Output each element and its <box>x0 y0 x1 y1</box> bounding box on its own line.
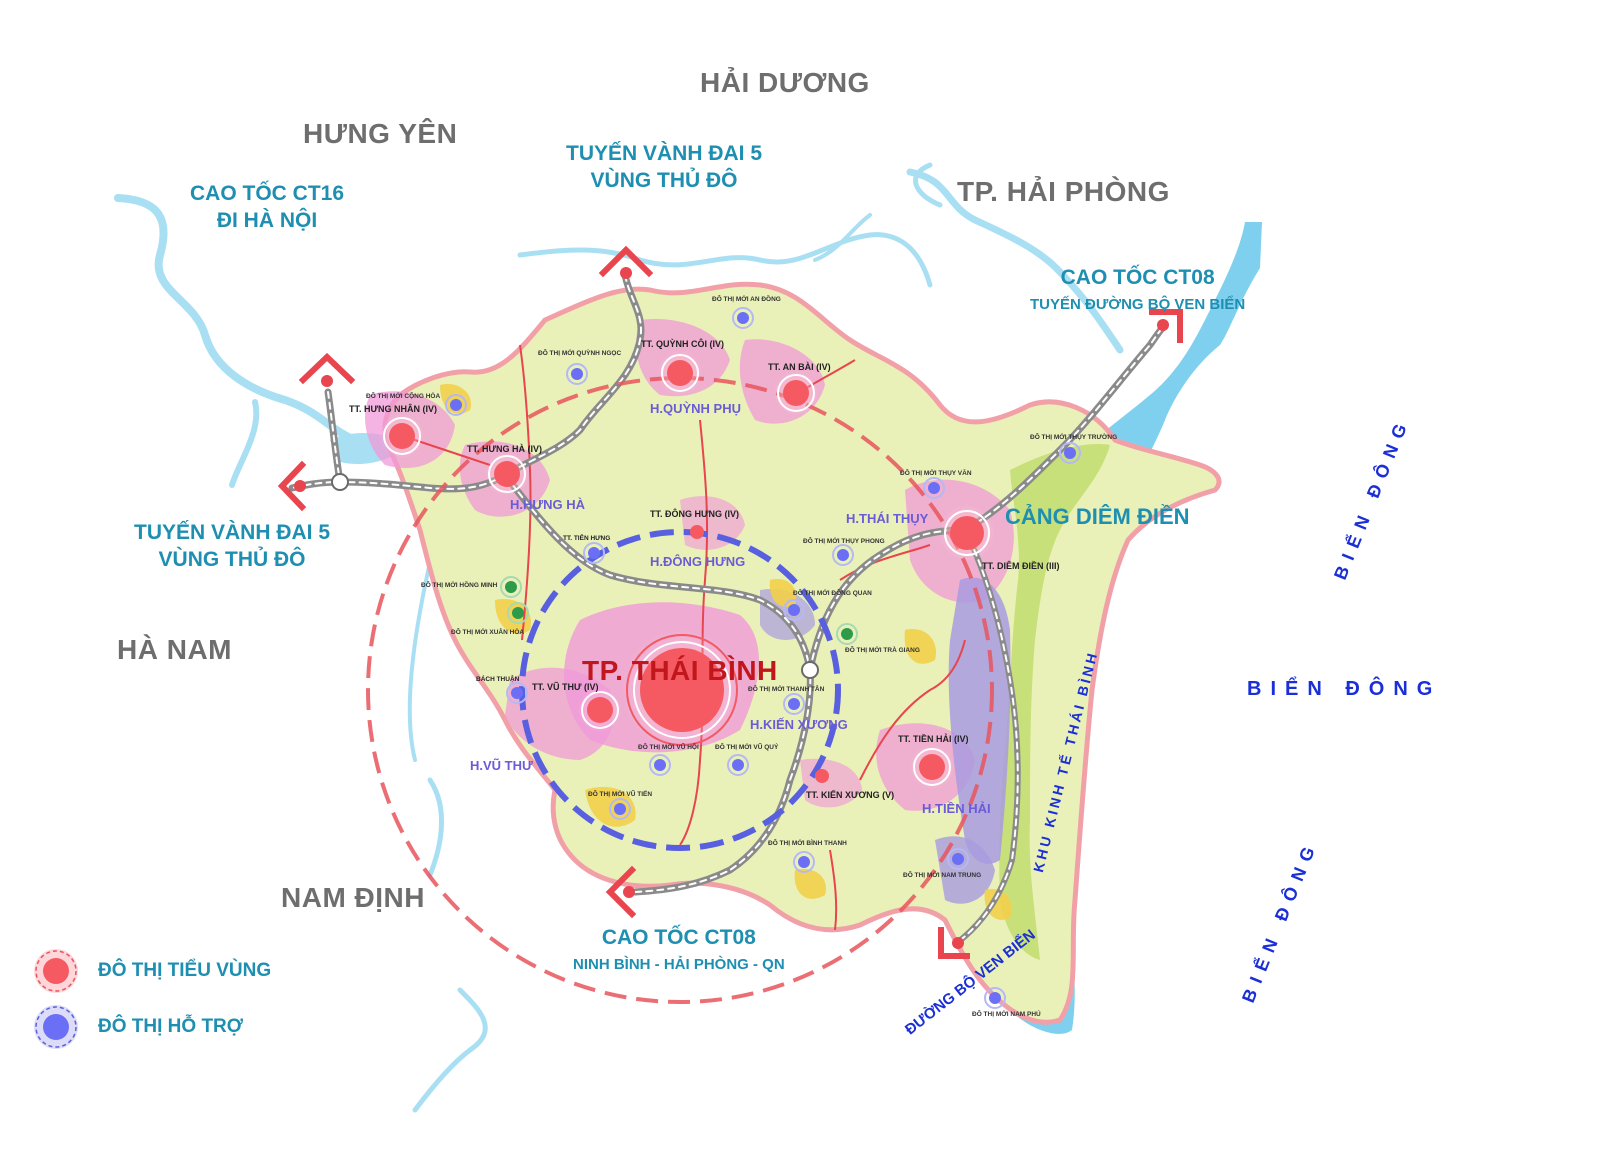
interchanges <box>331 473 819 679</box>
route-arrows <box>277 245 1183 959</box>
legend-sub-region-label: ĐÔ THỊ TIỂU VÙNG <box>98 960 272 981</box>
node-hung-ha <box>485 452 529 496</box>
legend-sub-region: ĐÔ THỊ TIỂU VÙNG <box>32 947 271 995</box>
label-hai-phong: TP. HẢI PHÒNG <box>957 176 1170 207</box>
town-an-bai: TT. AN BÀI (IV) <box>768 362 831 372</box>
ring5-top-line2: VÙNG THỦ ĐÔ <box>590 169 738 192</box>
coastal-strip <box>999 444 1110 960</box>
newurb-thuy-phong: ĐÔ THỊ MỚI THỤY PHONG <box>803 538 885 545</box>
ct08-s-line1: CAO TỐC CT08 <box>601 926 756 949</box>
expressways <box>288 271 1169 945</box>
district-hung-ha: H.HƯNG HÀ <box>510 497 586 512</box>
newurb-thuy-truong: ĐÔ THỊ MỚI THỤY TRƯỜNG <box>1030 434 1118 441</box>
arrow-southeast-icon <box>938 927 970 959</box>
legend-red-node-icon <box>34 949 78 993</box>
label-sea-east: BIỂN ĐÔNG <box>1247 678 1442 700</box>
newurb-thanh-tan: ĐÔ THỊ MỚI THANH TÂN <box>748 686 825 693</box>
label-hai-duong: HẢI DƯƠNG <box>700 67 870 98</box>
ct16-line2: ĐI HÀ NỘI <box>216 209 318 232</box>
arrow-northwest-icon <box>298 352 356 387</box>
newurb-hong-minh: ĐÔ THỊ MỚI HỒNG MINH <box>421 582 498 589</box>
label-nam-dinh: NAM ĐỊNH <box>281 882 425 913</box>
legend-blue-node-icon <box>34 1005 78 1049</box>
town-quynh-coi: TT. QUỲNH CÔI (IV) <box>641 339 724 349</box>
town-dong-hung: TT. ĐÔNG HƯNG (IV) <box>650 509 739 519</box>
node-vu-thu <box>578 688 622 732</box>
district-kien-xuong: H.KIẾN XƯƠNG <box>750 717 848 732</box>
newurb-nam-phu: ĐÔ THỊ MỚI NAM PHÚ <box>972 1011 1041 1018</box>
arrow-west-icon <box>277 460 307 512</box>
town-hung-nhan: TT. HƯNG NHÂN (IV) <box>349 404 437 414</box>
newurb-vu-quy: ĐÔ THỊ MỚI VŨ QUÝ <box>715 744 779 751</box>
newurb-tra-giang: ĐÔ THỊ MỚI TRÀ GIANG <box>845 647 920 654</box>
green-nodes <box>500 576 858 645</box>
legend-support: ĐÔ THỊ HỖ TRỢ <box>32 1003 243 1051</box>
newurb-thuy-van: ĐÔ THỊ MỚI THỤY VĂN <box>900 470 972 477</box>
newurb-binh-thanh: ĐÔ THỊ MỚI BÌNH THANH <box>768 840 847 847</box>
outer-ring <box>366 376 994 1004</box>
newurb-xuan-hoa: ĐÔ THỊ MỚI XUÂN HÒA <box>451 629 525 636</box>
sub-region-nodes <box>380 351 995 789</box>
label-ring5-top: TUYẾN VÀNH ĐAI 5 VÙNG THỦ ĐÔ <box>566 140 762 194</box>
label-ct16: CAO TỐC CT16 ĐI HÀ NỘI <box>190 180 344 234</box>
newurb-vu-hoi: ĐÔ THỊ MỚI VŨ HỘI <box>638 744 699 751</box>
district-quynh-phu: H.QUỲNH PHỤ <box>650 401 742 416</box>
ct16-line1: CAO TỐC CT16 <box>190 182 345 205</box>
ct08-s-line2: NINH BÌNH - HẢI PHÒNG - QN <box>573 956 785 973</box>
label-ct08-ne: CAO TỐC CT08 TUYẾN ĐƯỜNG BỘ VEN BIỂN <box>1030 264 1245 318</box>
sea-water <box>1200 240 1600 1154</box>
arrow-northeast-icon <box>1149 309 1183 343</box>
node-an-bai <box>774 371 818 415</box>
node-quynh-coi <box>658 351 702 395</box>
newurb-cong-hoa: ĐÔ THỊ MỚI CỘNG HÒA <box>366 393 441 400</box>
node-kien-xuong <box>815 769 829 783</box>
newurb-vu-tien: ĐÔ THỊ MỚI VŨ TIẾN <box>588 791 653 798</box>
district-dong-hung: H.ĐÔNG HƯNG <box>650 554 746 569</box>
arrow-south-icon <box>605 865 637 919</box>
newurb-an-dong: ĐÔ THỊ MỚI AN ĐỒNG <box>712 296 781 303</box>
town-tien-hai: TT. TIỀN HẢI (IV) <box>898 734 969 744</box>
town-diem-dien: TT. DIÊM ĐIỀN (III) <box>982 561 1060 571</box>
node-tien-hai <box>910 745 954 789</box>
support-nodes <box>445 307 1081 1009</box>
town-bach-thuan: BÁCH THUẬN <box>476 676 520 683</box>
ring5-top-line1: TUYẾN VÀNH ĐAI 5 <box>566 142 763 165</box>
town-tien-hung: TT. TIÊN HƯNG <box>563 535 611 542</box>
district-tien-hai: H.TIỀN HẢI <box>922 801 991 816</box>
ring5-left-line2: VÙNG THỦ ĐÔ <box>158 548 306 571</box>
town-hung-ha: TT. HƯNG HÀ (IV) <box>467 444 542 454</box>
town-kien-xuong: TT. KIẾN XƯƠNG (V) <box>806 790 895 800</box>
ct08-ne-line1: CAO TỐC CT08 <box>1060 266 1215 289</box>
ring5-left-line1: TUYẾN VÀNH ĐAI 5 <box>134 521 331 544</box>
tp-thai-binh-node <box>620 628 744 752</box>
arrow-north-icon <box>598 245 654 279</box>
town-vu-thu: TT. VŨ THƯ (IV) <box>532 682 599 692</box>
newurb-dong-quan: ĐÔ THỊ MỚI ĐÔNG QUAN <box>793 590 872 597</box>
newurb-nam-trung: ĐÔ THỊ MỚI NAM TRUNG <box>903 872 982 879</box>
ct08-ne-line2: TUYẾN ĐƯỜNG BỘ VEN BIỂN <box>1030 296 1246 313</box>
node-hung-nhan <box>380 414 424 458</box>
label-tp-thai-binh: TP. THÁI BÌNH <box>582 655 778 686</box>
newurb-quynh-ngoc: ĐÔ THỊ MỚI QUỲNH NGỌC <box>538 350 622 357</box>
district-thai-thuy: H.THÁI THỤY <box>846 511 929 526</box>
label-ring5-left: TUYẾN VÀNH ĐAI 5 VÙNG THỦ ĐÔ <box>134 519 330 573</box>
label-ct08-s: CAO TỐC CT08 NINH BÌNH - HẢI PHÒNG - QN <box>573 924 785 978</box>
label-cang-diem-dien: CẢNG DIÊM ĐIỀN <box>1005 504 1190 529</box>
label-hung-yen: HƯNG YÊN <box>303 118 458 149</box>
label-ha-nam: HÀ NAM <box>117 634 232 665</box>
district-vu-thu: H.VŨ THƯ <box>470 758 533 773</box>
legend-support-label: ĐÔ THỊ HỖ TRỢ <box>98 1016 243 1037</box>
node-diem-dien <box>939 505 995 561</box>
node-dong-hung <box>690 525 704 539</box>
